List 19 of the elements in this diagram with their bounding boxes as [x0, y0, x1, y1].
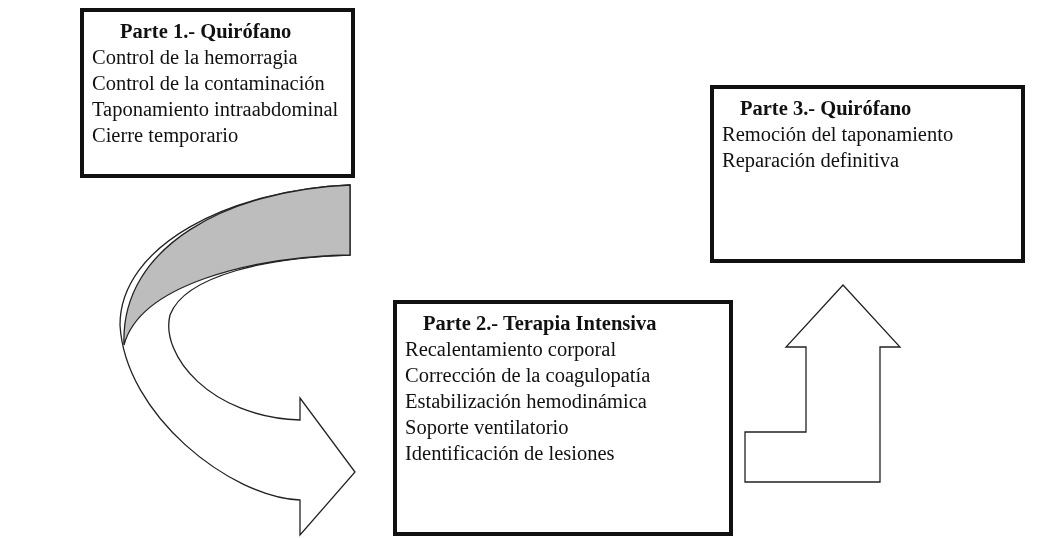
block-arrow: [744, 284, 902, 483]
box-heading: Parte 1.- Quirófano: [119, 19, 293, 44]
list-item: Taponamiento intraabdominal: [92, 97, 340, 122]
box-heading: Parte 3.- Quirófano: [739, 96, 913, 121]
list-item: Control de la contaminación: [92, 71, 326, 96]
list-item: Identificación de lesiones: [405, 441, 616, 466]
block-arrow: [119, 184, 356, 536]
list-item: Recalentamiento corporal: [405, 337, 618, 362]
process-box: [710, 85, 1025, 263]
list-item: Soporte ventilatorio: [405, 415, 570, 440]
list-item: Cierre temporario: [92, 123, 240, 148]
process-box: [80, 8, 355, 178]
list-item: Remoción del taponamiento: [722, 122, 955, 147]
list-item: Reparación definitiva: [722, 148, 901, 173]
list-item: Control de la hemorragia: [92, 45, 299, 70]
process-box: [393, 300, 733, 536]
box-heading: Parte 2.- Terapia Intensiva: [422, 311, 658, 336]
list-item: Corrección de la coagulopatía: [405, 363, 652, 388]
list-item: Estabilización hemodinámica: [405, 389, 648, 414]
